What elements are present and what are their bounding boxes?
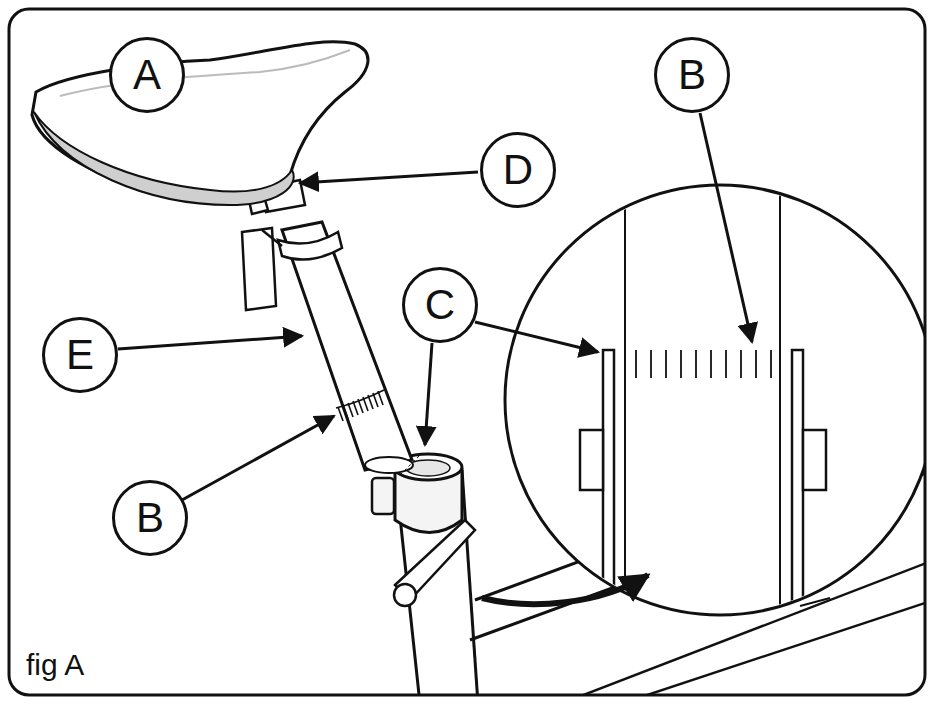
figure-label: fig A — [26, 648, 84, 682]
callout-letter: B — [678, 54, 706, 96]
callout-letter: C — [425, 284, 455, 326]
callout-letter: E — [66, 334, 94, 376]
callout-letter: D — [503, 149, 533, 191]
callout-letter: B — [136, 497, 164, 539]
callout-circle: D — [480, 132, 556, 208]
callout-circle: C — [402, 267, 478, 343]
callout-circle: B — [112, 480, 188, 556]
callout-circle: A — [109, 37, 185, 113]
callout-circle: B — [654, 37, 730, 113]
callout-circle: E — [42, 317, 118, 393]
callout-letter: A — [133, 54, 161, 96]
